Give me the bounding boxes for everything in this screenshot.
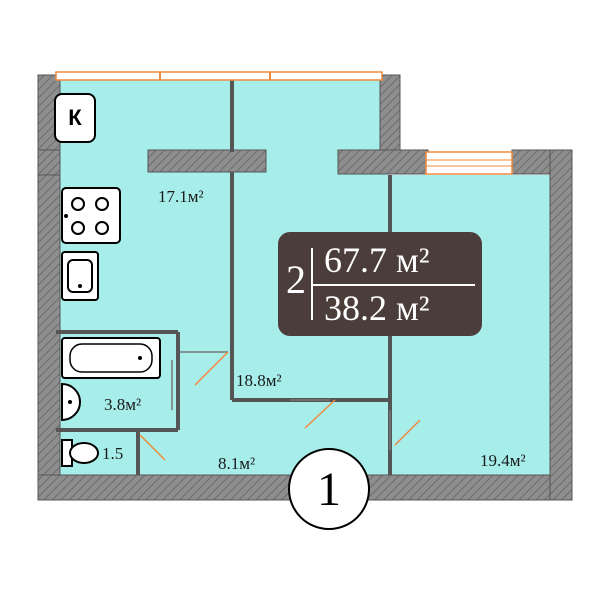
toilet-icon <box>61 439 99 467</box>
room-middle-area-label: 18.8м² <box>236 371 282 390</box>
total-area: 67.7 м² <box>324 240 430 280</box>
hallway-area-label: 8.1м² <box>218 454 256 473</box>
apartment-number-badge: 1 <box>288 448 370 530</box>
right-window <box>425 151 513 175</box>
wall-kitchen-stub <box>147 149 267 173</box>
bathroom-area-label: 3.8м² <box>104 395 142 414</box>
living-area: 38.2 м² <box>324 288 430 328</box>
top-window <box>55 71 383 81</box>
bathtub-icon <box>61 337 161 379</box>
wall-top-right-a <box>379 74 401 156</box>
apartment-summary-box: 2 67.7 м² 38.2 м² <box>278 232 482 336</box>
rooms-count: 2 <box>286 257 306 302</box>
kitchen-badge: К <box>54 93 96 143</box>
stove-icon <box>61 187 121 244</box>
room-right-area-label: 19.4м² <box>480 451 526 470</box>
wall-left-lower <box>37 169 61 501</box>
doors <box>139 351 421 461</box>
washbasin-icon <box>61 382 81 422</box>
wall-left-stub <box>37 149 61 176</box>
kitchen-area-label: 17.1м² <box>158 187 204 206</box>
summary-divider-horizontal <box>311 284 475 286</box>
kitchen-sink-icon <box>61 251 99 301</box>
wall-right <box>549 149 573 501</box>
toilet-area-label: 1.5 <box>102 444 124 463</box>
wall-top-right-b <box>337 149 429 175</box>
